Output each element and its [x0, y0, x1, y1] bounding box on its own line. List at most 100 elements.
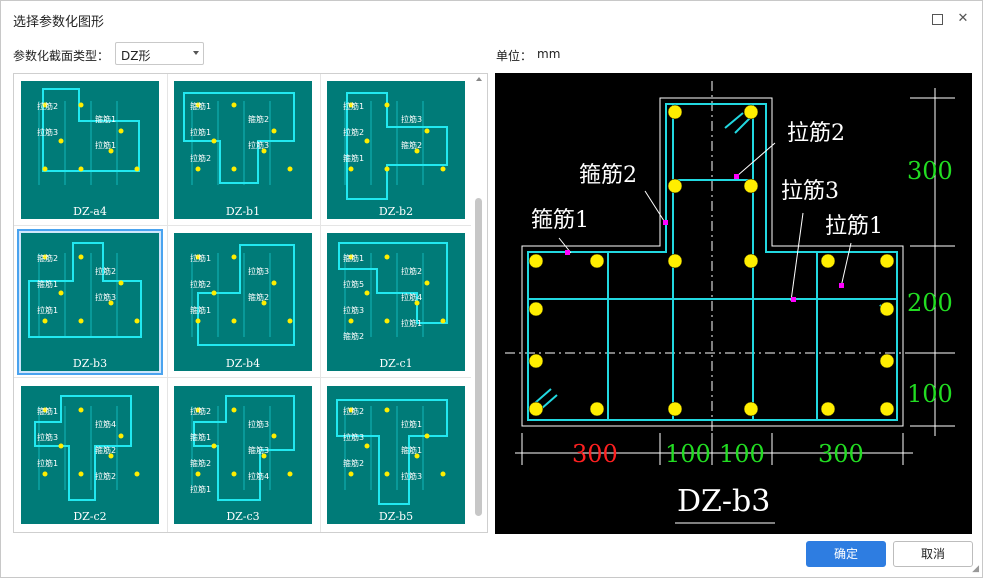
rebar-dot: [78, 318, 84, 324]
dim-bottom-4: 300: [818, 440, 864, 468]
dialog-title: 选择参数化图形: [13, 15, 105, 30]
dim-right-1: 300: [907, 157, 953, 185]
rebar-dot: [424, 433, 430, 439]
rebar-dot: [211, 443, 217, 449]
cancel-button[interactable]: 取消: [893, 541, 973, 567]
close-icon[interactable]: ✕: [957, 11, 969, 26]
thumbnail-label: 拉筋1: [401, 419, 422, 429]
thumbnail-label: 拉筋2: [95, 471, 116, 481]
rebar-dot: [287, 166, 293, 172]
rebar-dot: [108, 148, 114, 154]
scroll-up-icon[interactable]: [476, 77, 482, 81]
scrollbar-thumb[interactable]: [475, 198, 482, 516]
thumbnail-label: 箍筋2: [401, 140, 422, 150]
restore-icon[interactable]: [925, 7, 949, 31]
section-outline: [183, 92, 295, 184]
thumbnail-label: 箍筋2: [248, 114, 269, 124]
thumbnail-label: 拉筋3: [248, 140, 269, 150]
ok-button[interactable]: 确定: [806, 541, 886, 567]
thumbnail-label: 拉筋4: [95, 419, 116, 429]
rebar-dot: [231, 102, 237, 108]
chevron-down-icon: [193, 51, 199, 55]
rebar-dot: [195, 407, 201, 413]
rebar-dot: [440, 318, 446, 324]
rebar-dot: [118, 128, 124, 134]
thumbnail-label: 箍筋1: [190, 432, 211, 442]
thumbnail-label: 拉筋1: [190, 253, 211, 263]
preview-drawing: 箍筋2 拉筋2 箍筋1 拉筋3 拉筋1 300 200 100 100 100 …: [505, 81, 955, 524]
dim-bottom-3: 100: [719, 440, 765, 468]
rebar-dot: [108, 453, 114, 459]
rebar-dot: [348, 102, 354, 108]
thumbnail-name: DZ-b5: [379, 510, 413, 523]
preview-label-tie1: 拉筋1: [825, 214, 883, 239]
thumbnail-label: 箍筋1: [190, 101, 211, 111]
section-type-label: 参数化截面类型：: [13, 49, 110, 63]
rebar-dot: [58, 138, 64, 144]
thumbnail-label: 箍筋1: [37, 279, 58, 289]
gallery-divider: [167, 74, 168, 532]
rebar-dot: [287, 471, 293, 477]
thumbnail-label: 箍筋2: [343, 458, 364, 468]
rebar-dot: [261, 300, 267, 306]
rebar-dot: [384, 407, 390, 413]
thumbnail-label: 拉筋3: [37, 127, 58, 137]
thumbnail-label: 箍筋2: [343, 331, 364, 341]
rebar-dot: [364, 138, 370, 144]
rebar-dot: [384, 254, 390, 260]
thumbnail-label: 箍筋1: [190, 305, 211, 315]
preview-label-tie3: 拉筋3: [781, 179, 839, 204]
rebar-dot: [414, 148, 420, 154]
thumbnail-label: 箍筋1: [401, 445, 422, 455]
thumbnail-label: 拉筋1: [37, 458, 58, 468]
rebar-dot: [78, 254, 84, 260]
rebar-dot: [195, 102, 201, 108]
section-outline: [28, 242, 142, 338]
rebar-dot: [42, 471, 48, 477]
section-type-select[interactable]: DZ形: [115, 42, 204, 65]
rebar-dot: [231, 166, 237, 172]
thumbnail-label: 拉筋3: [248, 266, 269, 276]
shape-preview: 箍筋2 拉筋2 箍筋1 拉筋3 拉筋1 300 200 100 100 100 …: [495, 73, 972, 534]
preview-label-stirrup1: 箍筋1: [531, 208, 589, 233]
section-outline: [42, 88, 140, 172]
preview-title: DZ-b3: [677, 484, 770, 519]
thumbnail-name: DZ-a4: [73, 205, 107, 218]
thumbnail-name: DZ-c3: [226, 510, 259, 523]
rebar-dot: [231, 318, 237, 324]
thumbnail-label: 拉筋2: [190, 406, 211, 416]
rebar-dot: [287, 318, 293, 324]
rebar-dot: [78, 407, 84, 413]
resize-grip-icon[interactable]: ◢: [972, 564, 979, 574]
rebar-dot: [118, 280, 124, 286]
thumbnail-label: 拉筋4: [248, 471, 269, 481]
rebar-dot: [78, 471, 84, 477]
thumbnail-name: DZ-b4: [226, 357, 260, 370]
dim-bottom-1[interactable]: 300: [572, 440, 618, 468]
rebar-dot: [195, 254, 201, 260]
unit-value: mm: [537, 47, 561, 61]
rebar-dot: [348, 407, 354, 413]
rebar-dot: [424, 280, 430, 286]
gallery-scrollbar[interactable]: [471, 74, 487, 532]
section-outline: [193, 395, 295, 501]
rebar-dot: [348, 254, 354, 260]
rebar-dot: [348, 318, 354, 324]
